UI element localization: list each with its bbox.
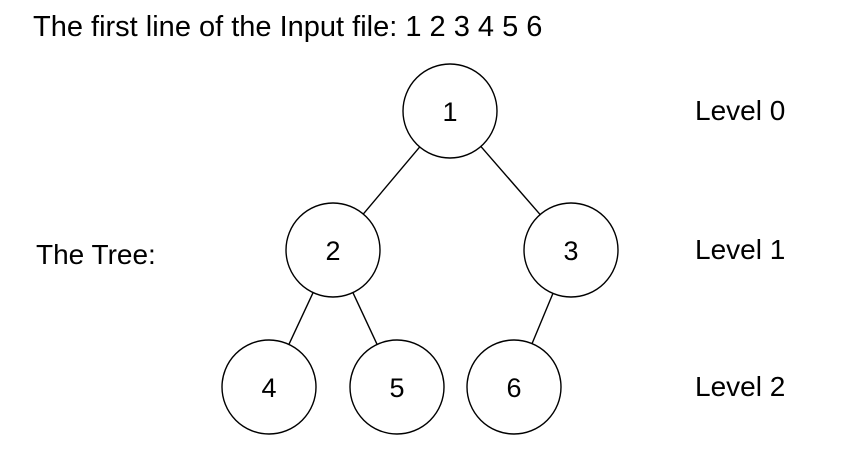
node-circle <box>349 339 445 435</box>
node-label: 5 <box>389 373 404 403</box>
tree-node-2: 2 <box>285 202 381 298</box>
tree-node-4: 4 <box>221 339 317 435</box>
tree-node-6: 6 <box>466 339 562 435</box>
node-label: 6 <box>506 373 521 403</box>
node-label: 1 <box>442 97 457 127</box>
tree-nodes: 1 2 3 4 5 6 <box>221 63 619 435</box>
edge-n2-n5 <box>352 292 378 345</box>
edge-n2-n4 <box>288 292 314 345</box>
node-circle <box>523 202 619 298</box>
tree-edges <box>288 145 554 345</box>
node-circle <box>285 202 381 298</box>
node-label: 3 <box>563 236 578 266</box>
heading-text: The first line of the Input file: 1 2 3 … <box>33 11 542 43</box>
level-0-label: Level 0 <box>695 95 785 126</box>
level-2-label: Level 2 <box>695 371 785 402</box>
edge-n3-n6 <box>531 293 554 344</box>
node-circle <box>402 63 498 159</box>
tree-node-1: 1 <box>402 63 498 159</box>
tree-node-5: 5 <box>349 339 445 435</box>
level-1-label: Level 1 <box>695 234 785 265</box>
node-circle <box>221 339 317 435</box>
node-circle <box>466 339 562 435</box>
node-label: 2 <box>325 236 340 266</box>
tree-node-3: 3 <box>523 202 619 298</box>
tree-label: The Tree: <box>36 239 156 270</box>
node-label: 4 <box>261 373 276 403</box>
edge-n1-n2 <box>362 146 421 215</box>
edge-n1-n3 <box>480 145 541 216</box>
